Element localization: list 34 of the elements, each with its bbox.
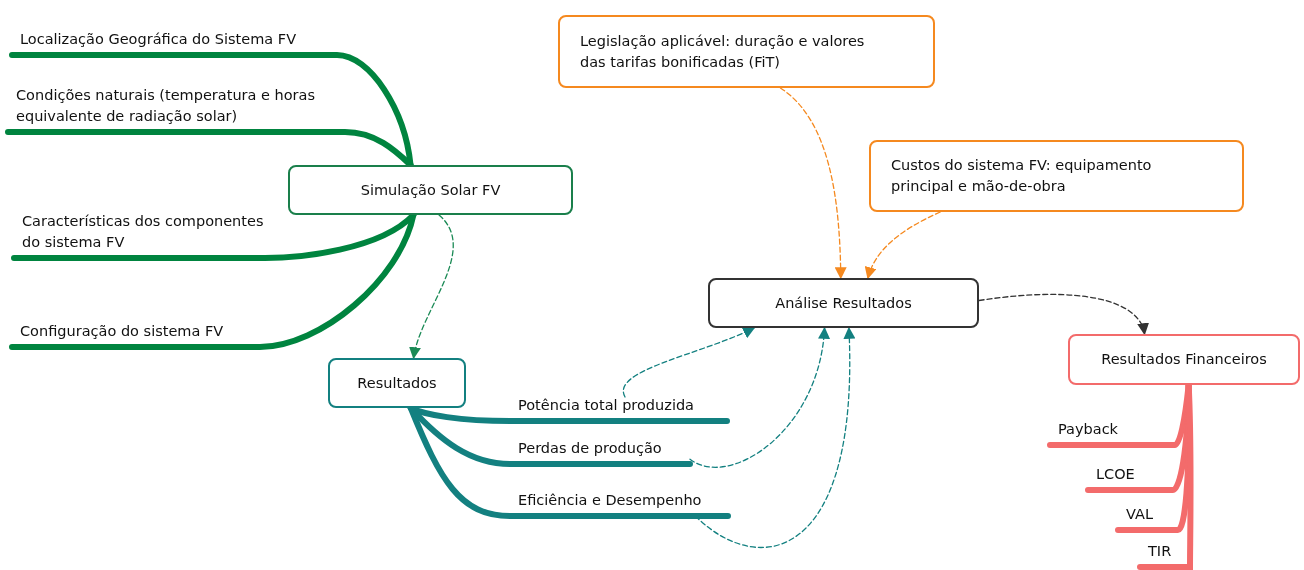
topic-label: VAL: [1126, 505, 1153, 524]
dashed-arrow: [694, 326, 856, 548]
dashed-arrow: [978, 293, 1148, 336]
topic-label: TIR: [1148, 542, 1172, 561]
topic-label: Análise Resultados: [775, 293, 912, 313]
topic-label: Simulação Solar FV: [360, 180, 501, 200]
topic-label: Perdas de produção: [518, 439, 662, 458]
branch-line: [9, 212, 417, 350]
branch-line: [407, 405, 731, 519]
topic-box: [328, 358, 466, 408]
topic-label: Resultados Financeiros: [1101, 350, 1267, 369]
topic-box: [708, 278, 979, 328]
topic-label: LCOE: [1096, 465, 1135, 484]
topic-label: Resultados: [357, 373, 437, 393]
topic-label: Eficiência e Desempenho: [518, 491, 702, 510]
topic-label: Legislação aplicável: duração e valores das tarifas bonificadas (FiT): [580, 31, 866, 72]
topic-label: Potência total produzida: [518, 396, 694, 415]
dashed-arrow: [622, 327, 756, 398]
topic-label: Características dos componentes do sistema FV: [22, 212, 265, 252]
topic-box: [1068, 334, 1300, 385]
topic-label: Condições naturais (temperatura e horas equivalente de radiação solar): [16, 86, 317, 126]
topic-box: [288, 165, 573, 215]
branch-line: [1137, 382, 1194, 570]
dashed-arrow: [779, 87, 847, 280]
topic-box: [869, 140, 1244, 212]
dashed-arrow: [409, 214, 454, 360]
topic-label: Localização Geográfica do Sistema FV: [20, 30, 297, 49]
topic-label: Payback: [1058, 420, 1119, 439]
branch-line: [5, 129, 414, 168]
dashed-arrow: [865, 211, 941, 280]
dashed-arrow: [689, 326, 830, 468]
topic-label: Custos do sistema FV: equipamento principal e mão-de-obra: [891, 156, 1153, 196]
topic-box: [558, 15, 935, 88]
topic-label: Configuração do sistema FV: [20, 322, 224, 341]
